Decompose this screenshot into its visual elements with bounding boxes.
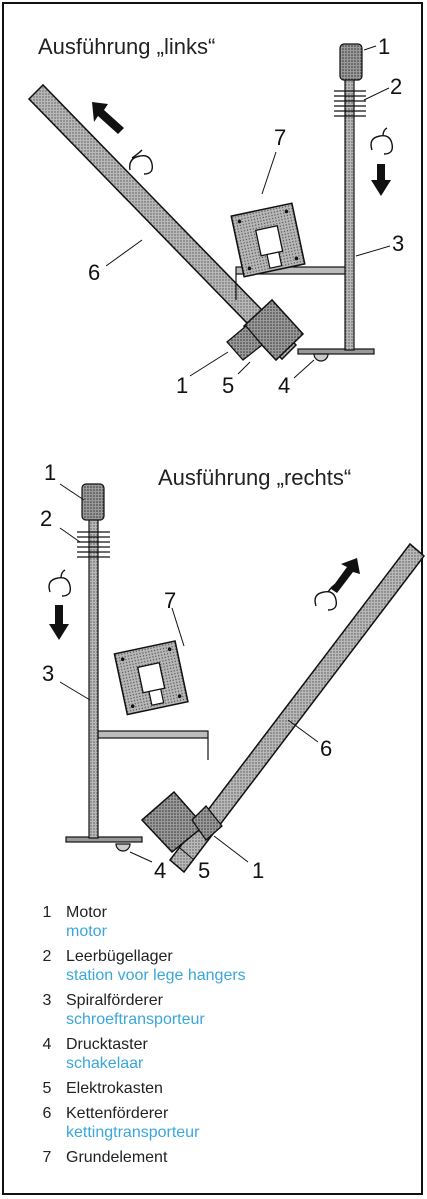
push-button-right [115,843,131,852]
hanger-stack-left [334,90,366,117]
legend-label-nl: station voor lege hangers [66,967,246,984]
callout-number: 1 [44,460,57,485]
chain-conveyor-right [168,542,426,874]
legend-number: 7 [42,1149,52,1166]
table-right [97,730,209,739]
variant-left-drawing [27,43,394,379]
legend-label-de: Kettenförderer [66,1105,169,1122]
legend-number: 5 [42,1080,52,1097]
base-element-left [230,202,306,278]
legend-number: 1 [42,904,52,921]
callout-number: 1 [252,858,265,883]
legend-number: 2 [42,948,52,965]
callout-number: 7 [274,125,287,150]
callout-number: 7 [164,588,177,613]
legend-label-de: Drucktaster [66,1036,148,1053]
legend-label-de: Leerbügellager [66,948,173,965]
callout-number: 2 [390,74,403,99]
motor-left [226,325,263,361]
hanger-icon-left-1 [129,149,154,175]
motor-cap-right [81,483,105,521]
legend-item: 6 Kettenförderer kettingtransporteur [28,1104,408,1142]
legend-label-nl: schakelaar [66,1055,144,1072]
spiral-post-left [344,77,355,351]
variant-left-title: Ausführung „links“ [38,34,216,59]
arrow-up-right [331,558,360,593]
hanger-icon-right-2 [48,569,72,597]
callout-number: 5 [198,858,211,883]
electro-box-left [242,298,305,362]
legend-item: 4 Drucktaster schakelaar [28,1035,408,1073]
callout-number: 4 [154,858,167,883]
callout-number: 3 [42,661,55,686]
callout-number: 1 [378,34,391,59]
base-element-right [113,640,189,716]
callout-number: 4 [278,373,291,398]
legend-label-de: Spiralförderer [66,992,163,1009]
callout-number: 3 [392,231,405,256]
legend-number: 4 [42,1036,52,1053]
callout-number: 5 [222,373,235,398]
callout-number: 2 [40,506,53,531]
hanger-icon-right-1 [314,583,338,611]
base-plate-left [297,348,375,355]
legend-label-de: Motor [66,904,107,921]
arrow-down-right [49,605,69,640]
hanger-icon-left-2 [370,127,394,155]
arrow-up-left [92,102,124,134]
legend: 1 Motor motor 2 Leerbügellager station v… [28,903,408,1173]
callout-number: 6 [88,260,101,285]
legend-item: 2 Leerbügellager station voor lege hange… [28,947,408,985]
legend-label-nl: motor [66,923,107,940]
chain-conveyor-left [27,83,298,361]
legend-label-nl: schroeftransporteur [66,1011,205,1028]
spiral-post-right [88,517,99,839]
base-plate-right [65,836,143,843]
legend-number: 6 [42,1105,52,1122]
legend-item: 1 Motor motor [28,903,408,941]
motor-cap-left [339,43,363,81]
legend-number: 3 [42,992,52,1009]
arrow-down-left [371,164,391,196]
push-button-left [313,353,329,362]
callout-number: 6 [320,736,333,761]
legend-item: 5 Elektrokasten [28,1079,408,1098]
hanger-stack-right [77,531,110,558]
legend-item: 7 Grundelement [28,1148,408,1167]
legend-item: 3 Spiralförderer schroeftransporteur [28,991,408,1029]
variant-right-drawing [48,483,426,874]
legend-label-de: Elektrokasten [66,1080,163,1097]
legend-label-nl: kettingtransporteur [66,1124,200,1141]
motor-right [191,805,223,841]
legend-label-de: Grundelement [66,1149,168,1166]
callout-number: 1 [176,373,189,398]
variant-right-title: Ausführung „rechts“ [158,465,352,490]
